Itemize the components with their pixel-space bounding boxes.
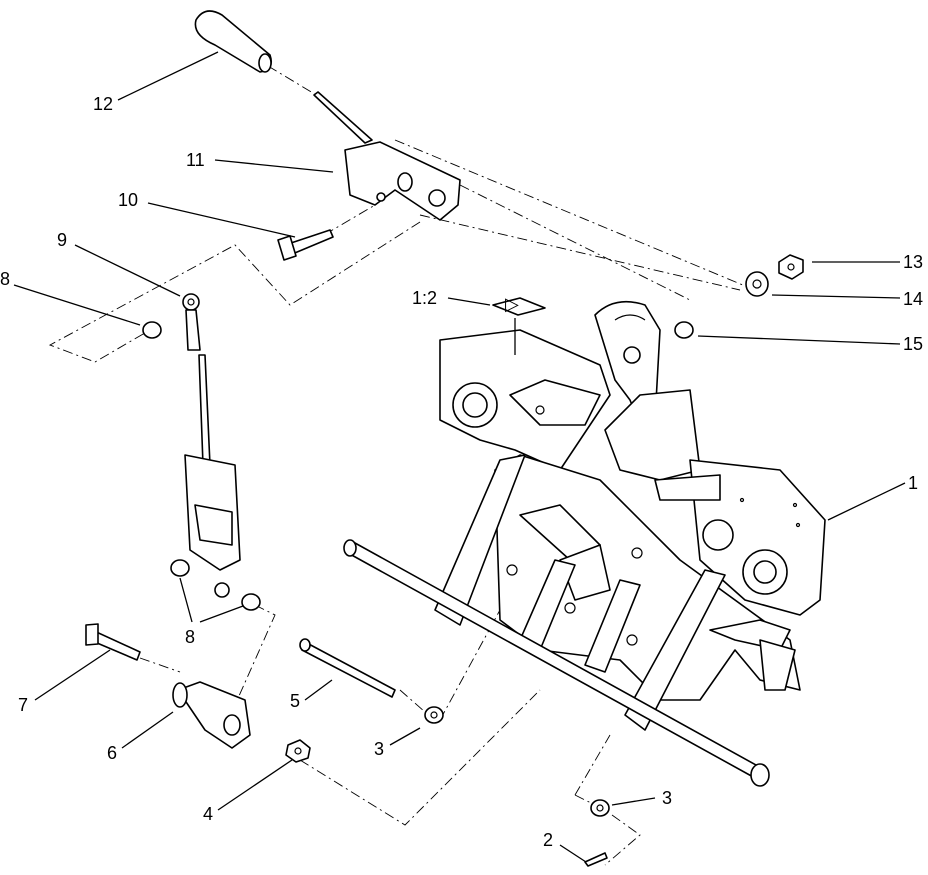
callout-1-2: 1:2 — [412, 288, 437, 308]
callout-13: 13 — [903, 252, 923, 272]
callout-10: 10 — [118, 190, 138, 210]
callout-9: 9 — [57, 230, 67, 250]
pin-part-5 — [299, 638, 396, 698]
pivot-block-part-6 — [172, 681, 251, 749]
callout-12: 12 — [93, 94, 113, 114]
callout-leader-lines — [13, 51, 906, 863]
cotter-pin-part-2 — [584, 852, 608, 867]
callout-1: 1 — [908, 473, 918, 493]
callout-7: 7 — [18, 695, 28, 715]
callout-2: 2 — [543, 830, 553, 850]
spacer-parts-8 — [142, 321, 261, 611]
callout-8-lower: 8 — [185, 627, 195, 647]
callout-6: 6 — [107, 743, 117, 763]
bolt-part-10 — [277, 229, 334, 261]
main-bracket-part-1 — [343, 300, 826, 787]
callout-15: 15 — [903, 334, 923, 354]
decal-label-1-2: ▷ — [492, 294, 546, 355]
callout-labels: 12 11 10 9 8 8 7 6 5 4 3 3 2 1 13 14 15 … — [0, 94, 923, 850]
callout-5: 5 — [290, 691, 300, 711]
callout-4: 4 — [203, 804, 213, 824]
hardware-parts-13-14-15 — [674, 254, 804, 339]
assembly-dashed-lines — [48, 65, 751, 866]
callout-3-right: 3 — [662, 788, 672, 808]
washer-parts-3 — [424, 706, 610, 817]
knob-part-12 — [194, 10, 273, 73]
bolt-part-7 — [85, 623, 141, 661]
control-lever-part-11 — [313, 91, 461, 221]
locknut-part-4 — [285, 739, 311, 763]
callout-8-upper: 8 — [0, 269, 10, 289]
decal-symbol: ▷ — [505, 294, 519, 314]
callout-11: 11 — [186, 150, 205, 170]
callout-14: 14 — [903, 289, 923, 309]
rod-end-part-9 — [182, 293, 241, 598]
callout-3-left: 3 — [374, 739, 384, 759]
